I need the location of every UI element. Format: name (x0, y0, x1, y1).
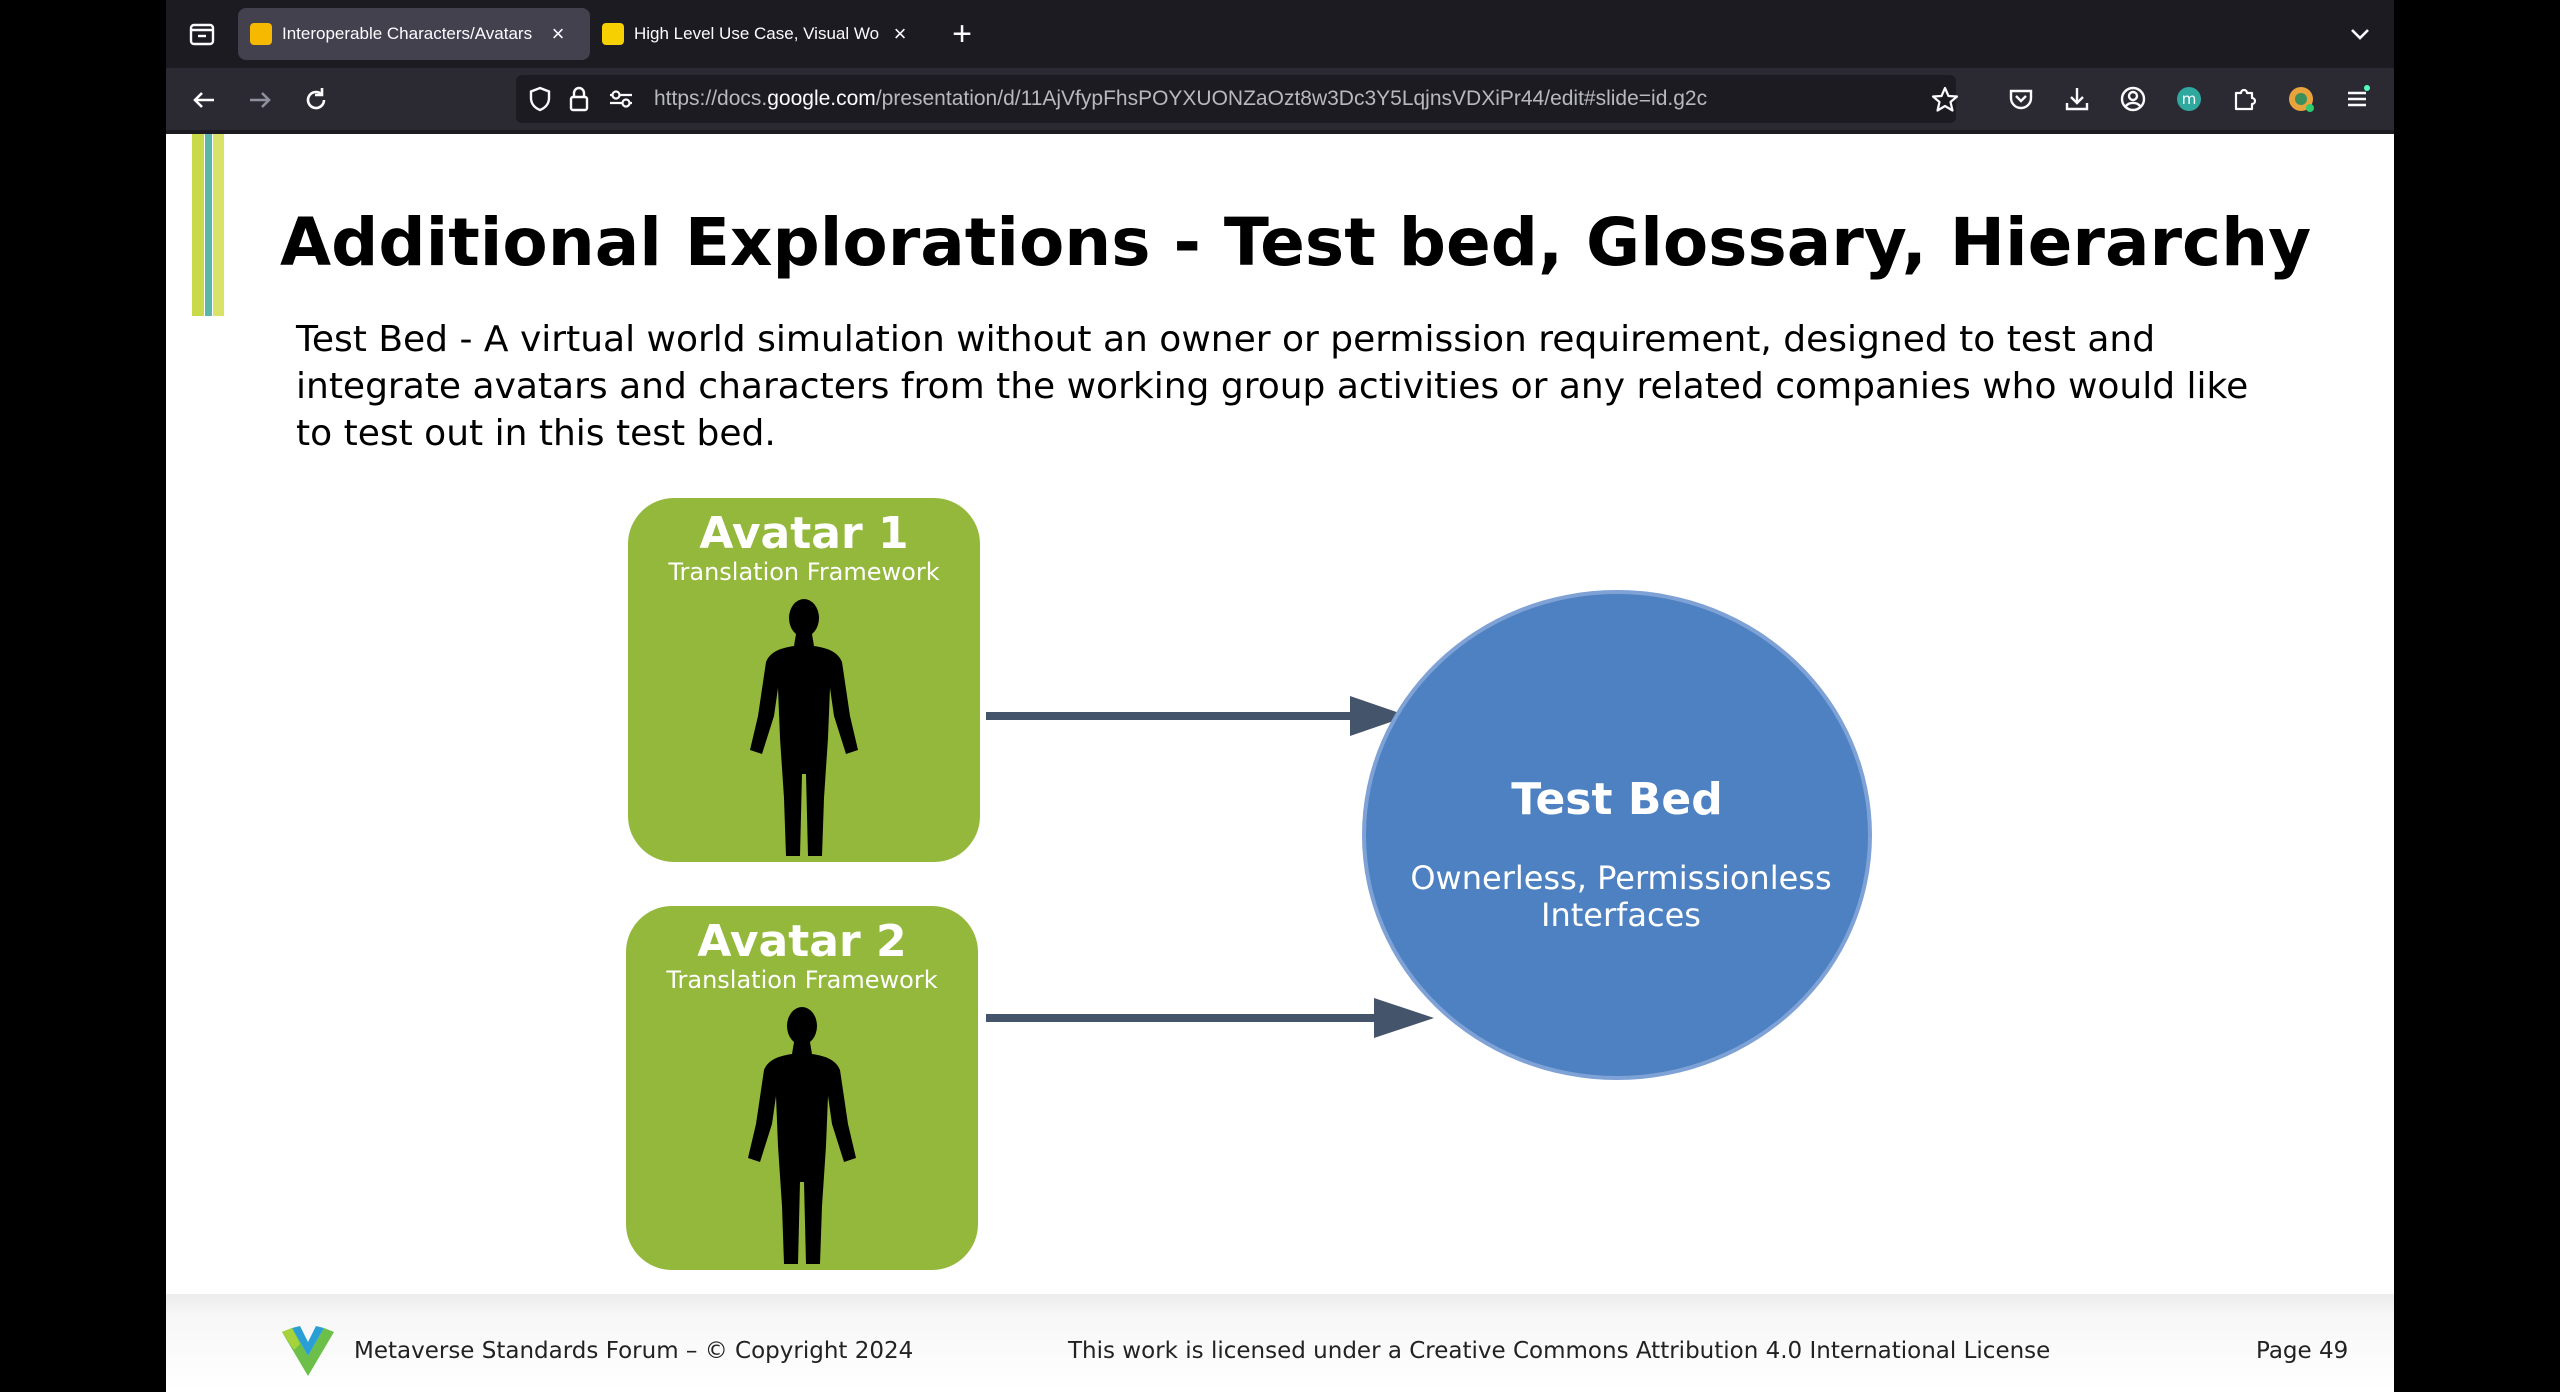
url-host: google.com (767, 87, 876, 110)
footer-band (166, 1294, 2394, 1392)
permissions-icon[interactable] (606, 85, 636, 113)
navigation-toolbar: https://docs.google.com/presentation/d/1… (166, 68, 2394, 130)
arrow-avatar-2-head (1374, 998, 1434, 1038)
avatar-2-name: Avatar 2 (697, 916, 907, 967)
extension-m-icon[interactable]: m (2174, 84, 2204, 114)
lock-icon[interactable] (566, 85, 592, 113)
close-icon[interactable]: × (551, 21, 565, 46)
footer-license: This work is licensed under a Creative C… (1068, 1338, 2051, 1364)
new-tab-button[interactable]: + (942, 14, 982, 54)
back-button[interactable] (186, 82, 222, 118)
test-bed-circle[interactable]: Test Bed Ownerless, Permissionless Inter… (1362, 590, 1872, 1080)
forward-icon (250, 92, 271, 108)
test-bed-title: Test Bed (1511, 774, 1723, 825)
extensions-puzzle-icon[interactable] (2230, 84, 2260, 114)
test-bed-subtitle: Ownerless, Permissionless Interfaces (1410, 859, 1832, 934)
connector-arrows (986, 696, 1434, 1038)
tab-list-button[interactable] (186, 18, 218, 50)
plus-icon: + (952, 15, 972, 53)
list-all-tabs-button[interactable] (2344, 18, 2376, 50)
miro-favicon-icon (602, 23, 624, 45)
close-icon[interactable]: × (893, 21, 907, 46)
forward-button[interactable] (242, 82, 278, 118)
avatar-1-box[interactable]: Avatar 1 Translation Framework (628, 498, 980, 862)
accent-bars (192, 134, 224, 316)
back-icon (193, 92, 214, 108)
tab-list-icon (189, 23, 215, 46)
tab-high-level-use-case[interactable]: High Level Use Case, Visual Wo × (590, 8, 932, 60)
tab-title: High Level Use Case, Visual Wo (634, 24, 880, 43)
tab-strip: Interoperable Characters/Avatars × High … (166, 0, 2394, 68)
bookmark-star-icon[interactable] (1930, 85, 1960, 115)
pocket-icon[interactable] (2006, 84, 2036, 114)
footer-page-number: Page 49 (2256, 1338, 2349, 1364)
arrow-avatar-1-head (1350, 696, 1408, 736)
slide-body-text: Test Bed - A virtual world simulation wi… (296, 319, 2249, 454)
url-path: /presentation/d/11AjVfypFhsPOYXUONZaOzt8… (875, 87, 1708, 110)
reload-button[interactable] (298, 82, 334, 118)
tab-interoperable-characters[interactable]: Interoperable Characters/Avatars × (238, 8, 590, 60)
avatar-1-subtitle: Translation Framework (668, 558, 940, 586)
account-icon[interactable] (2118, 84, 2148, 114)
google-slides-favicon-icon (250, 23, 272, 45)
shield-icon[interactable] (526, 85, 554, 113)
footer-copyright: Metaverse Standards Forum – © Copyright … (354, 1338, 914, 1364)
avatar-1-name: Avatar 1 (699, 508, 909, 559)
tab-title: Interoperable Characters/Avatars (282, 24, 533, 43)
address-bar[interactable]: https://docs.google.com/presentation/d/1… (516, 75, 1959, 123)
human-silhouette-icon (750, 599, 858, 856)
slide-title: Additional Explorations - Test bed, Glos… (280, 204, 2312, 281)
chevron-down-icon (2351, 29, 2369, 40)
download-icon[interactable] (2062, 84, 2092, 114)
avatar-2-box[interactable]: Avatar 2 Translation Framework (626, 906, 978, 1270)
browser-chrome: Interoperable Characters/Avatars × High … (166, 0, 2394, 134)
menu-icon[interactable] (2342, 84, 2372, 114)
avatar-2-subtitle: Translation Framework (666, 966, 938, 994)
url-prefix: https://docs. (654, 87, 768, 110)
svg-text:m: m (2182, 90, 2197, 108)
extension-avatar-icon[interactable] (2286, 84, 2316, 114)
metaverse-standards-forum-logo-icon (282, 1326, 334, 1376)
human-silhouette-icon (748, 1007, 856, 1264)
reload-icon (306, 88, 326, 110)
url-text[interactable]: https://docs.google.com/presentation/d/1… (654, 87, 1774, 113)
presentation-slide[interactable]: Additional Explorations - Test bed, Glos… (166, 134, 2394, 1392)
